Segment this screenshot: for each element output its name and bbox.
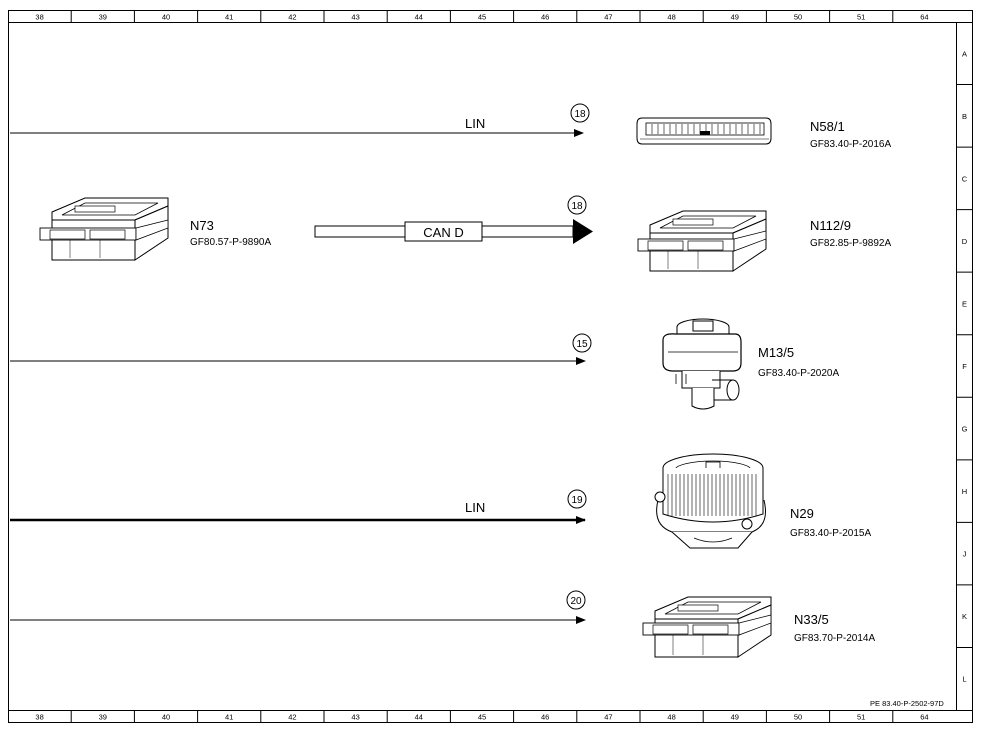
bottom-grid-ruler: 38 39 40 41 42 43 44 45 46 47 48 49 50 51 64 (35, 710, 929, 722)
grid-column-label: 40 (162, 13, 170, 22)
grid-column-label: 44 (415, 713, 423, 722)
component-name: M13/5 (758, 345, 794, 360)
grid-column-label: 50 (794, 713, 802, 722)
control-unit-icon (39, 197, 169, 261)
connection-marker-number: 18 (574, 109, 586, 120)
grid-column-label: 39 (99, 13, 107, 22)
grid-column-label: 49 (731, 13, 739, 22)
grid-column-label: 43 (351, 713, 359, 722)
component-N112-9[interactable]: N112/9 GF82.85-P-9892A (637, 210, 891, 272)
bus-label-box (404, 221, 483, 242)
connection-marker (567, 195, 587, 215)
grid-column-label: 42 (288, 13, 296, 22)
right-grid-ruler: A B C D E F G H J K L (956, 49, 973, 684)
grid-row-label: H (962, 487, 967, 496)
grid-row-label: C (962, 174, 968, 183)
drawing-number: PE 83.40-P-2502-97D (870, 699, 944, 708)
signal-line[interactable]: 15 (10, 333, 592, 365)
line-label: LIN (465, 500, 485, 515)
top-grid-ruler: 38 39 40 41 42 43 44 45 46 47 48 49 50 51 64 (35, 10, 929, 22)
grid-row-label: K (962, 612, 967, 621)
component-reference: GF82.85-P-9892A (810, 238, 891, 249)
component-N58-1[interactable]: N58/1 GF83.40-P-2016A (636, 117, 891, 150)
component-name: N58/1 (810, 119, 845, 134)
grid-column-label: 46 (541, 713, 549, 722)
connection-marker (567, 489, 587, 509)
signal-line-bold[interactable]: LIN 19 (10, 489, 587, 524)
source-control-unit-N73[interactable]: N73 GF80.57-P-9890A (39, 197, 271, 261)
line-label: LIN (465, 116, 485, 131)
grid-column-label: 47 (604, 713, 612, 722)
component-reference: GF80.57-P-9890A (190, 237, 271, 248)
pump-icon (662, 318, 742, 410)
component-reference: GF83.40-P-2015A (790, 528, 871, 539)
grid-column-label: 48 (667, 13, 675, 22)
control-unit-icon (637, 210, 767, 272)
grid-column-label: 43 (351, 13, 359, 22)
grid-row-label: F (962, 362, 967, 371)
grid-column-label: 41 (225, 13, 233, 22)
component-N33-5[interactable]: N33/5 GF83.70-P-2014A (642, 596, 875, 658)
connection-marker-number: 18 (571, 201, 583, 212)
grid-column-label: 46 (541, 13, 549, 22)
grid-column-label: 38 (35, 713, 43, 722)
connection-marker (572, 333, 592, 353)
grid-column-label: 41 (225, 713, 233, 722)
grid-column-label: 39 (99, 713, 107, 722)
grid-column-label: 48 (667, 713, 675, 722)
component-reference: GF83.70-P-2014A (794, 633, 875, 644)
can-d-bus[interactable]: CAN D 18 (314, 195, 593, 244)
connection-marker (570, 103, 590, 123)
connection-marker-number: 15 (576, 339, 588, 350)
grid-row-label: L (962, 675, 966, 684)
signal-line[interactable]: 20 (10, 590, 586, 624)
grid-row-label: B (962, 112, 967, 121)
component-M13-5[interactable]: M13/5 GF83.40-P-2020A (662, 318, 839, 410)
vent-module-icon (636, 117, 772, 145)
component-name: N33/5 (794, 612, 829, 627)
bus-arrow-head (573, 219, 593, 244)
connection-marker-number: 19 (571, 495, 583, 506)
grid-column-label: 64 (920, 713, 928, 722)
grid-column-label: 42 (288, 713, 296, 722)
drawing-frame (8, 10, 973, 723)
component-N29[interactable]: N29 GF83.40-P-2015A (654, 453, 871, 549)
grid-column-label: 47 (604, 13, 612, 22)
grid-column-label: 50 (794, 13, 802, 22)
component-name: N29 (790, 506, 814, 521)
grid-row-label: A (962, 49, 967, 58)
bus-label: CAN D (423, 225, 463, 240)
grid-column-label: 49 (731, 713, 739, 722)
grid-column-label: 64 (920, 13, 928, 22)
grid-row-label: G (962, 425, 968, 434)
grid-column-label: 38 (35, 13, 43, 22)
grid-row-label: J (963, 550, 967, 559)
connection-marker (566, 590, 586, 610)
grid-column-label: 45 (478, 713, 486, 722)
connection-marker-number: 20 (570, 596, 582, 607)
grid-column-label: 51 (857, 713, 865, 722)
grid-column-label: 44 (415, 13, 423, 22)
signal-line[interactable]: LIN 18 (10, 103, 590, 137)
grid-column-label: 51 (857, 13, 865, 22)
grid-row-label: E (962, 299, 967, 308)
component-reference: GF83.40-P-2020A (758, 368, 839, 379)
component-reference: GF83.40-P-2016A (810, 139, 891, 150)
grid-column-label: 45 (478, 13, 486, 22)
grid-column-label: 40 (162, 713, 170, 722)
component-name: N112/9 (810, 218, 851, 233)
control-unit-icon (642, 596, 772, 658)
component-name: N73 (190, 218, 214, 233)
blower-motor-icon (654, 453, 766, 549)
grid-row-label: D (962, 237, 968, 246)
